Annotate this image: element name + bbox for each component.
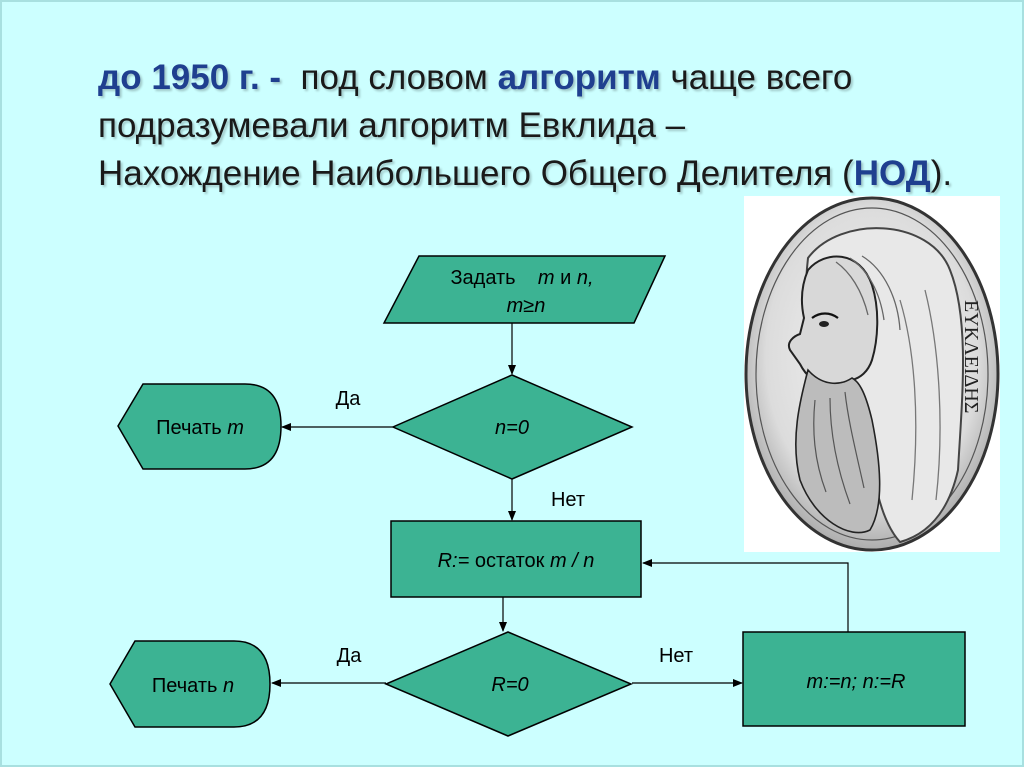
print-m-text: Печать m [156, 417, 244, 439]
intro-post1: чаще всего подразумевали алгоритм Евклид… [98, 58, 853, 145]
label-yes-2: Да [337, 645, 363, 667]
input-block [382, 255, 667, 324]
decision-n-zero-text: n=0 [495, 417, 529, 439]
terminal-print-n [109, 640, 271, 728]
intro-term: алгоритм [497, 58, 661, 97]
decision-r-zero [384, 631, 633, 737]
label-no-1: Нет [551, 489, 585, 511]
process-swap-text: m:=n; n:=R [807, 671, 906, 693]
intro-pre: под словом [300, 58, 488, 97]
intro-post3: ). [930, 154, 953, 193]
print-n-text: Печать n [152, 675, 234, 697]
intro-text: до 1950 г. - под словом алгоритм чаще вс… [98, 54, 958, 198]
intro-year: до 1950 г. - [98, 58, 282, 97]
arrow-loop-back [642, 559, 849, 632]
label-yes-1: Да [336, 388, 362, 410]
process-swap [742, 631, 966, 727]
euclid-portrait-image: ΕΥΚΛΕΙΔΗΣ [744, 196, 1000, 552]
portrait-inscription-image: ΕΥΚΛΕΙΔΗΣ [960, 300, 982, 413]
process-remainder [390, 520, 642, 598]
terminal-print-m [117, 383, 282, 470]
decision-r-zero-text: R=0 [491, 674, 528, 696]
input-text-line2: m≥n [507, 295, 546, 317]
process-remainder-text: R:= остаток m / n [438, 550, 595, 572]
decision-n-zero [391, 374, 634, 480]
intro-abbr: НОД [853, 154, 931, 193]
input-text-line1: Задать и m и n, [450, 267, 593, 289]
label-no-2: Нет [659, 645, 693, 667]
intro-post2: Нахождение Наибольшего Общего Делителя ( [98, 154, 854, 193]
portrait-inscription: ΕΥΚΛΕΙΔΗΣ [960, 300, 982, 413]
